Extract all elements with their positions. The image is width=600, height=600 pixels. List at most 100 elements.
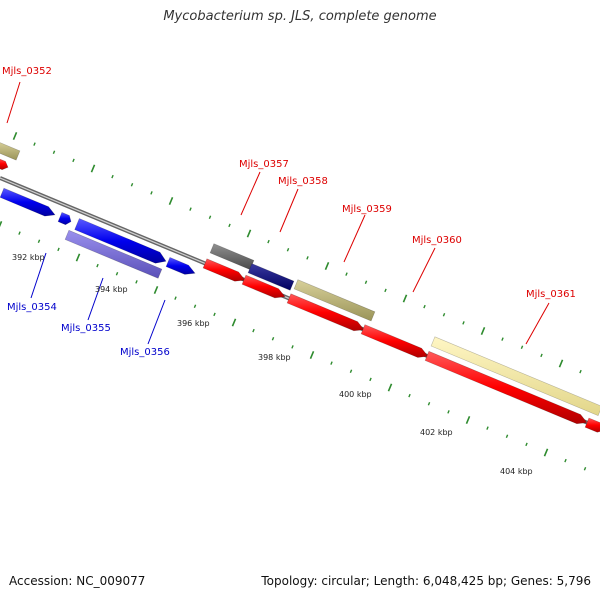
track-tick <box>90 164 96 173</box>
callout-line-0355 <box>87 277 104 321</box>
track-tick <box>231 318 237 327</box>
track-tick <box>33 142 36 146</box>
track-tick <box>246 229 252 238</box>
outer-dotted-track <box>12 132 582 374</box>
track-tick <box>583 467 587 471</box>
accession-text: Accession: NC_009077 <box>9 574 146 588</box>
track-tick <box>57 247 60 252</box>
track-tick <box>442 313 446 317</box>
track-tick <box>174 296 177 300</box>
track-tick <box>330 361 333 365</box>
gene-label-0356: Mjls_0356 <box>120 347 170 358</box>
scale-label-392: 392 kbp <box>12 253 45 262</box>
track-tick <box>130 183 134 187</box>
track-tick <box>271 337 275 341</box>
map-title: Mycobacterium sp. JLS, complete genome <box>163 9 437 24</box>
track-tick <box>213 312 216 317</box>
gene-red-5 <box>424 350 588 425</box>
track-tick <box>115 272 119 276</box>
gene-0352 <box>0 142 21 161</box>
track-tick <box>447 410 450 414</box>
track-tick <box>291 345 294 349</box>
gene-label-0360: Mjls_0360 <box>412 235 462 246</box>
track-tick <box>228 223 231 228</box>
track-tick <box>564 458 567 463</box>
track-tick <box>189 207 192 211</box>
callout-line-0361 <box>525 302 550 345</box>
track-tick <box>369 377 372 382</box>
track-tick <box>0 221 3 228</box>
track-tick <box>364 280 368 284</box>
track-tick <box>505 434 509 438</box>
track-tick <box>579 369 582 374</box>
callout-line-0354 <box>30 252 47 299</box>
gene-label-0361: Mjls_0361 <box>526 289 576 300</box>
inner-dotted-track <box>0 221 587 471</box>
track-tick <box>408 393 411 398</box>
track-tick <box>480 326 486 336</box>
gene-label-0352: Mjls_0352 <box>2 66 52 77</box>
track-tick <box>309 350 315 360</box>
gene-label-0355: Mjls_0355 <box>61 323 111 334</box>
callout-lines <box>6 81 550 345</box>
scale-label-404: 404 kbp <box>500 467 533 476</box>
gene-red-left <box>0 158 9 171</box>
gene-0355 <box>64 229 163 279</box>
track-tick <box>18 231 21 235</box>
scale-label-396: 396 kbp <box>177 319 210 328</box>
track-tick <box>543 448 549 457</box>
track-tick <box>349 369 353 373</box>
callout-line-0357 <box>240 171 261 216</box>
track-tick <box>324 261 330 271</box>
track-tick <box>37 239 41 243</box>
track-tick <box>267 239 270 244</box>
track-tick <box>193 304 197 308</box>
gene-red-3 <box>286 293 365 332</box>
track-tick <box>520 345 524 349</box>
track-tick <box>150 191 153 195</box>
track-tick <box>501 337 504 341</box>
gene-label-0359: Mjls_0359 <box>342 204 392 215</box>
track-tick <box>52 150 56 154</box>
scale-label-402: 402 kbp <box>420 428 453 437</box>
track-tick <box>465 415 471 425</box>
gene-red-2 <box>241 274 286 299</box>
gene-blue-a <box>0 187 56 217</box>
scale-label-398: 398 kbp <box>258 353 291 362</box>
callout-line-0360 <box>412 247 436 293</box>
gene-red-1 <box>202 258 246 282</box>
track-tick <box>72 158 75 163</box>
track-tick <box>558 359 564 368</box>
track-tick <box>168 197 174 205</box>
gene-0358 <box>247 263 295 291</box>
scale-label-400: 400 kbp <box>339 390 372 399</box>
callout-line-0359 <box>343 214 366 263</box>
track-tick <box>540 353 543 358</box>
genome-summary-text: Topology: circular; Length: 6,048,425 bp… <box>261 574 591 588</box>
track-tick <box>306 256 309 260</box>
scale-labels: 392 kbp 394 kbp 396 kbp 398 kbp 400 kbp … <box>12 253 533 476</box>
track-tick <box>12 132 18 140</box>
track-tick <box>153 285 159 295</box>
track-tick <box>384 288 387 293</box>
track-tick <box>525 442 528 447</box>
gene-0359 <box>293 279 376 322</box>
gene-red-4 <box>360 324 429 358</box>
gene-blue-c <box>74 218 167 264</box>
track-tick <box>427 402 431 406</box>
gene-label-0357: Mjls_0357 <box>239 159 289 170</box>
track-tick <box>111 174 114 179</box>
track-tick <box>486 426 489 430</box>
track-tick <box>252 328 255 333</box>
gene-label-0354: Mjls_0354 <box>7 302 57 313</box>
track-tick <box>135 280 138 284</box>
track-tick <box>345 272 348 276</box>
track-tick <box>423 304 426 309</box>
gene-blue-b <box>57 212 72 226</box>
track-tick <box>402 294 408 303</box>
gene-red-6 <box>584 417 600 433</box>
callout-line-0356 <box>147 299 166 345</box>
gene-labels: Mjls_0352 Mjls_0357 Mjls_0358 Mjls_0359 … <box>2 66 576 358</box>
gene-blue-d <box>165 257 196 275</box>
